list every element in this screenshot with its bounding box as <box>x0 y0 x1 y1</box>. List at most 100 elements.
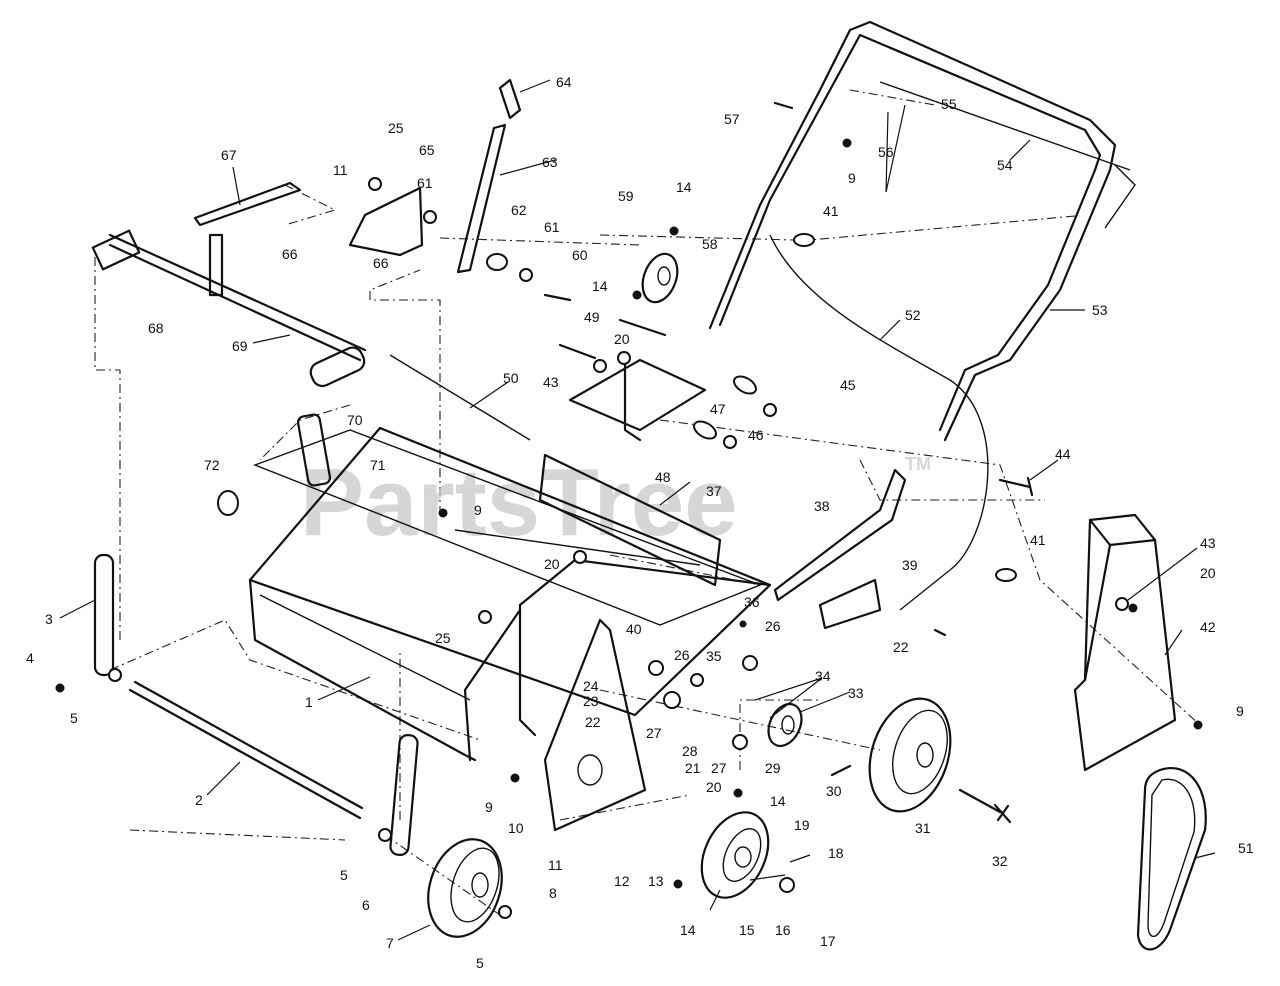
callout-12: 12 <box>614 873 630 889</box>
callout-26b: 26 <box>765 618 781 634</box>
callout-17: 17 <box>820 933 836 949</box>
callout-65: 65 <box>419 142 435 158</box>
callout-63: 63 <box>542 154 558 170</box>
callout-1: 1 <box>305 694 313 710</box>
callout-33: 33 <box>848 685 864 701</box>
callout-labels: 1 2 3 4 5 5 5 6 7 8 9 9 9 9 10 11 11 12 … <box>26 74 1254 971</box>
callout-70: 70 <box>347 412 363 428</box>
callout-34: 34 <box>815 668 831 684</box>
link-38 <box>773 468 907 602</box>
callout-28: 28 <box>682 743 698 759</box>
callout-8: 8 <box>549 885 557 901</box>
bolt-44 <box>998 476 1034 497</box>
pulley-33 <box>767 702 803 748</box>
callout-58: 58 <box>702 236 718 252</box>
callout-27b: 27 <box>711 760 727 776</box>
callout-18: 18 <box>828 845 844 861</box>
callout-10: 10 <box>508 820 524 836</box>
plate-hole <box>577 754 603 786</box>
callout-43a: 43 <box>543 374 559 390</box>
callout-13: 13 <box>648 873 664 889</box>
callout-67: 67 <box>221 147 237 163</box>
hardware <box>55 101 1203 919</box>
callout-36: 36 <box>744 594 760 610</box>
front-axle <box>128 680 364 820</box>
callout-47: 47 <box>710 401 726 417</box>
front-wheel-7 <box>427 838 503 938</box>
callout-25b: 25 <box>435 630 451 646</box>
callout-2: 2 <box>195 792 203 808</box>
callout-44: 44 <box>1055 446 1071 462</box>
belt-51 <box>1136 767 1207 951</box>
callout-50: 50 <box>503 370 519 386</box>
watermark-text: PartsTree <box>300 449 738 556</box>
watermark-trademark: TM <box>905 454 931 474</box>
callout-9b: 9 <box>485 799 493 815</box>
callout-52: 52 <box>905 307 921 323</box>
callout-72: 72 <box>204 457 220 473</box>
callout-21: 21 <box>685 760 701 776</box>
callout-5c: 5 <box>476 955 484 971</box>
callout-29: 29 <box>765 760 781 776</box>
callout-41b: 41 <box>1030 532 1046 548</box>
callout-32: 32 <box>992 853 1008 869</box>
callout-19: 19 <box>794 817 810 833</box>
callout-38: 38 <box>814 498 830 514</box>
callout-23: 23 <box>583 693 599 709</box>
bracket-65 <box>348 186 424 257</box>
handle-grip-64 <box>498 78 522 120</box>
callout-30: 30 <box>826 783 842 799</box>
left-bracket-front <box>389 734 419 856</box>
callout-22b: 22 <box>893 639 909 655</box>
callout-16: 16 <box>775 922 791 938</box>
callout-9a: 9 <box>474 502 482 518</box>
callout-71: 71 <box>370 457 386 473</box>
rod-50 <box>389 354 531 441</box>
bracket-48-wall <box>623 363 642 442</box>
belt-guard-42 <box>1073 513 1177 772</box>
plate-70 <box>296 413 332 487</box>
callout-41a: 41 <box>823 203 839 219</box>
callout-20a: 20 <box>614 331 630 347</box>
callout-26a: 26 <box>674 647 690 663</box>
callout-46: 46 <box>748 427 764 443</box>
bolt-32 <box>958 788 1012 824</box>
callout-53: 53 <box>1092 302 1108 318</box>
belt-51-inner <box>1147 778 1196 938</box>
callout-14b: 14 <box>592 278 608 294</box>
callout-24: 24 <box>583 678 599 694</box>
callout-15: 15 <box>739 922 755 938</box>
callout-35: 35 <box>706 648 722 664</box>
callout-3: 3 <box>45 611 53 627</box>
callout-4: 4 <box>26 650 34 666</box>
callout-6: 6 <box>362 897 370 913</box>
callout-14c: 14 <box>770 793 786 809</box>
callout-11b: 11 <box>333 162 348 178</box>
leader-lines <box>59 79 1216 941</box>
callout-59: 59 <box>618 188 634 204</box>
callout-56: 56 <box>878 144 894 160</box>
callout-69: 69 <box>232 338 248 354</box>
callout-14d: 14 <box>680 922 696 938</box>
lever-63 <box>456 123 507 274</box>
callout-60: 60 <box>572 247 588 263</box>
callout-5b: 5 <box>340 867 348 883</box>
handle-assembly <box>708 20 1136 611</box>
callout-20b: 20 <box>544 556 560 572</box>
bracket-48 <box>568 358 707 432</box>
pulley-19 <box>700 811 770 899</box>
callout-55: 55 <box>941 96 957 112</box>
callout-61b: 61 <box>544 219 560 235</box>
callout-68: 68 <box>148 320 164 336</box>
callout-66a: 66 <box>282 246 298 262</box>
cover-37 <box>538 453 722 587</box>
callout-57: 57 <box>724 111 740 127</box>
callout-20c: 20 <box>706 779 722 795</box>
callout-54: 54 <box>997 157 1013 173</box>
callout-40: 40 <box>626 621 642 637</box>
callout-9d: 9 <box>1236 703 1244 719</box>
left-bracket-rear <box>93 553 115 677</box>
rear-wheel-31 <box>868 697 952 813</box>
callout-11a: 11 <box>548 857 563 873</box>
